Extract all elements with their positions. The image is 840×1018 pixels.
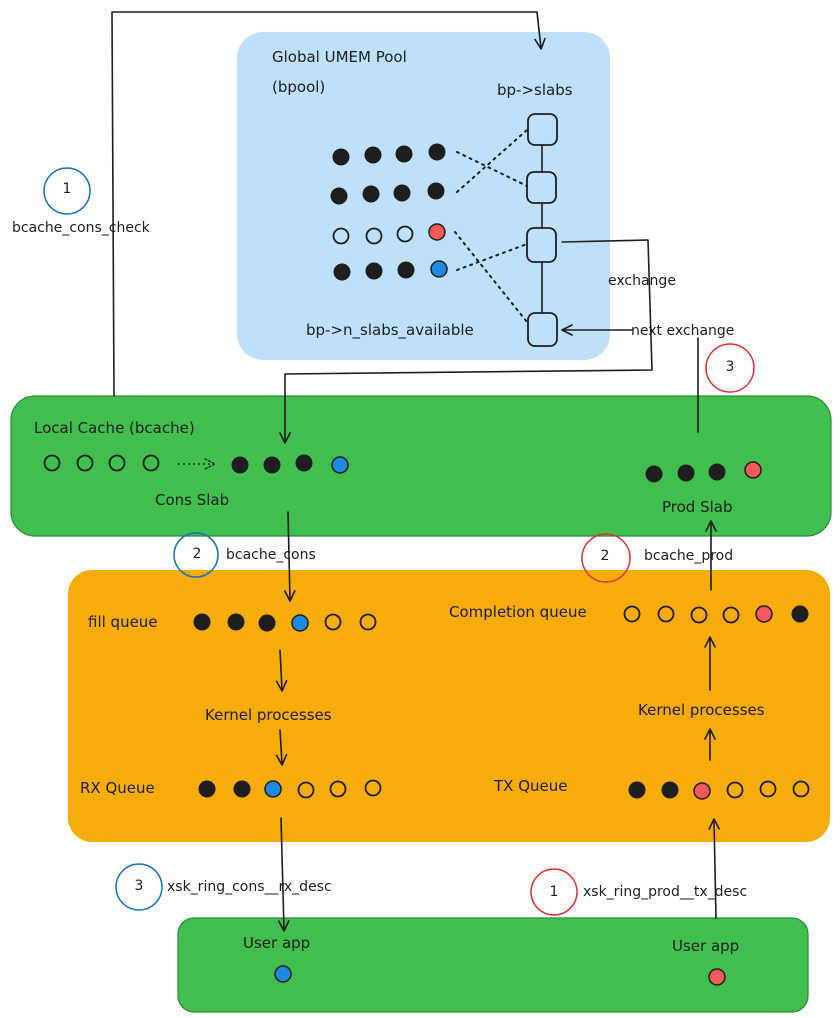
pool-slab-row-4 <box>333 260 448 281</box>
cons-slab-entries <box>231 454 349 474</box>
rx-step1-circle <box>43 167 91 215</box>
pool-slab-row-3 <box>332 223 446 245</box>
rx-step1-num: 1 <box>63 181 72 197</box>
local-cache-region <box>10 395 832 537</box>
rx-step2-circle <box>173 532 219 578</box>
tx-queue-label: TX Queue <box>493 777 567 795</box>
rx-to-user-arrow <box>277 817 290 932</box>
prod-slab-label: Prod Slab <box>662 498 733 516</box>
cons-slab-empty-entries <box>43 454 160 472</box>
cons-check-arrow <box>111 11 546 397</box>
tx-queue-entries <box>628 780 810 800</box>
slab-mapping-line <box>456 151 528 187</box>
exchange-label: exchange <box>608 273 676 289</box>
rx-queue-entries <box>198 779 382 799</box>
completion-queue-entries <box>623 605 809 624</box>
tx-step1-circle <box>530 868 578 916</box>
kernel-queues-region <box>68 570 830 842</box>
user-app-region <box>177 917 809 1013</box>
slab-mapping-line <box>456 129 528 193</box>
cons-slab-label: Cons Slab <box>155 491 229 509</box>
global-umem-pool-region <box>237 32 610 360</box>
tx-step3-num: 3 <box>726 359 735 375</box>
user-to-tx-arrow <box>708 818 720 919</box>
rx-kernel-processes-label: Kernel processes <box>205 706 332 724</box>
tx-step2-circle <box>581 533 631 583</box>
slab-pointer-box <box>526 171 557 204</box>
slabs-available-label: bp->n_slabs_available <box>306 321 474 340</box>
rx-step2-label: bcache_cons <box>226 547 316 563</box>
prod-slab-entries <box>645 461 762 483</box>
pool-title-line1: Global UMEM Pool <box>272 48 407 66</box>
rx-step3-label: xsk_ring_cons__rx_desc <box>167 879 332 895</box>
slab-mapping-line <box>456 243 528 271</box>
left-user-app-label: User app <box>243 934 310 952</box>
slab-pointer-box <box>527 113 558 146</box>
fill-queue-entries <box>193 613 377 632</box>
slab-pointer-box <box>527 312 558 347</box>
fill-to-kernel-arrow <box>275 649 288 692</box>
rx-step2-num: 2 <box>193 546 202 562</box>
completion-queue-label: Completion queue <box>449 603 587 621</box>
tx-step2-num: 2 <box>601 548 610 564</box>
slab-mapping-line <box>454 231 528 323</box>
pool-slab-row-2 <box>330 182 445 205</box>
rx-queue-label: RX Queue <box>80 779 155 797</box>
right-user-app-buffer <box>708 968 726 986</box>
kernel-to-rx-arrow <box>275 729 288 766</box>
tx-kernel-processes-label: Kernel processes <box>638 701 765 719</box>
tx-step1-label: xsk_ring_prod__tx_desc <box>583 884 747 900</box>
pool-title-line2: (bpool) <box>272 78 325 96</box>
next-exchange-label: next exchange <box>631 323 734 339</box>
rx-step3-num: 3 <box>135 878 144 894</box>
pool-slab-row-1 <box>332 143 446 166</box>
exchange-arrow <box>279 239 653 444</box>
cache-title: Local Cache (bcache) <box>34 419 195 437</box>
tx-step1-num: 1 <box>550 884 559 900</box>
slab-pointer-box <box>526 227 557 263</box>
left-user-app-buffer <box>274 965 292 983</box>
tx-step2-label: bcache_prod <box>644 548 733 564</box>
rx-step3-circle <box>115 863 163 911</box>
rx-step1-label: bcache_cons_check <box>12 220 151 236</box>
tx-step3-circle <box>705 343 755 393</box>
fill-queue-label: fill queue <box>88 613 158 631</box>
cons-to-fill-arrow <box>283 511 296 602</box>
slabs-label: bp->slabs <box>497 81 573 99</box>
right-user-app-label: User app <box>672 937 739 955</box>
